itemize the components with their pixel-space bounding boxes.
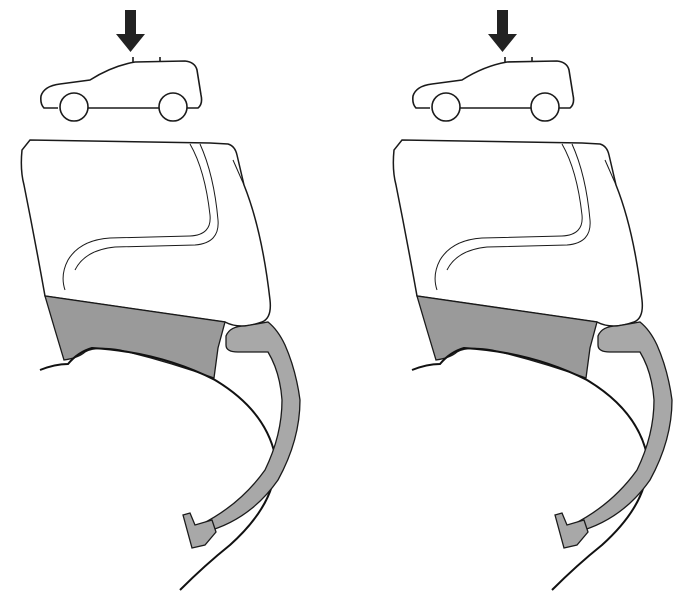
panel-left <box>20 9 301 591</box>
panel-right <box>392 9 673 591</box>
